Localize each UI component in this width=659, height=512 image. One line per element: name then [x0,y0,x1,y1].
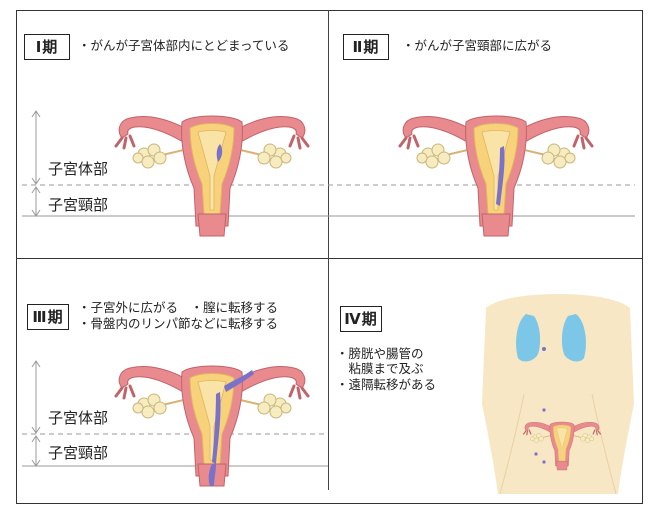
tumor-mark [208,464,216,486]
tumor-mark [224,370,254,392]
tumor-mark [212,392,221,464]
stage-1-desc-1: ・がんが子宮体部内にとどまっている [78,38,290,53]
stage-3-title: Ⅲ期 [27,304,69,330]
uterus-stage-3 [114,364,310,488]
lung-left [516,314,541,362]
uterus-stage-2 [398,114,594,238]
label-cervix-1: 子宮頸部 [48,196,109,214]
tumor-mark [216,144,223,162]
stage-4-desc-3: ・遠隔転移がある [336,377,437,392]
stage-1-title: Ⅰ期 [24,34,70,60]
label-cervix-3: 子宮頸部 [48,444,109,462]
label-uterine-body-1: 子宮体部 [48,160,109,178]
metastasis-mark [542,460,546,464]
uterus-stage-1 [114,114,310,238]
lung-right [561,314,586,362]
metastasis-mark [534,452,538,456]
metastasis-mark [542,408,546,412]
stage-4-desc-1: ・膀胱や腸管の [336,346,424,361]
horizontal-divider [16,258,643,259]
stage-2-title: Ⅱ期 [343,34,389,60]
stage-3-desc-2: ・骨盤内のリンパ節などに転移する [78,316,279,331]
stage-4-title: Ⅳ期 [340,306,382,332]
label-uterine-body-3: 子宮体部 [48,409,109,427]
vertical-divider [328,10,329,490]
body-stage-4 [482,294,634,495]
figure-frame [16,10,643,504]
stage-3-desc-1: ・子宮外に広がる ・膣に転移する [78,300,279,315]
stage-2-desc-1: ・がんが子宮頸部に広がる [402,38,553,53]
tumor-mark [496,146,505,206]
metastasis-mark [542,347,546,351]
stage-4-desc-2: 粘膜まで及ぶ [336,361,424,376]
